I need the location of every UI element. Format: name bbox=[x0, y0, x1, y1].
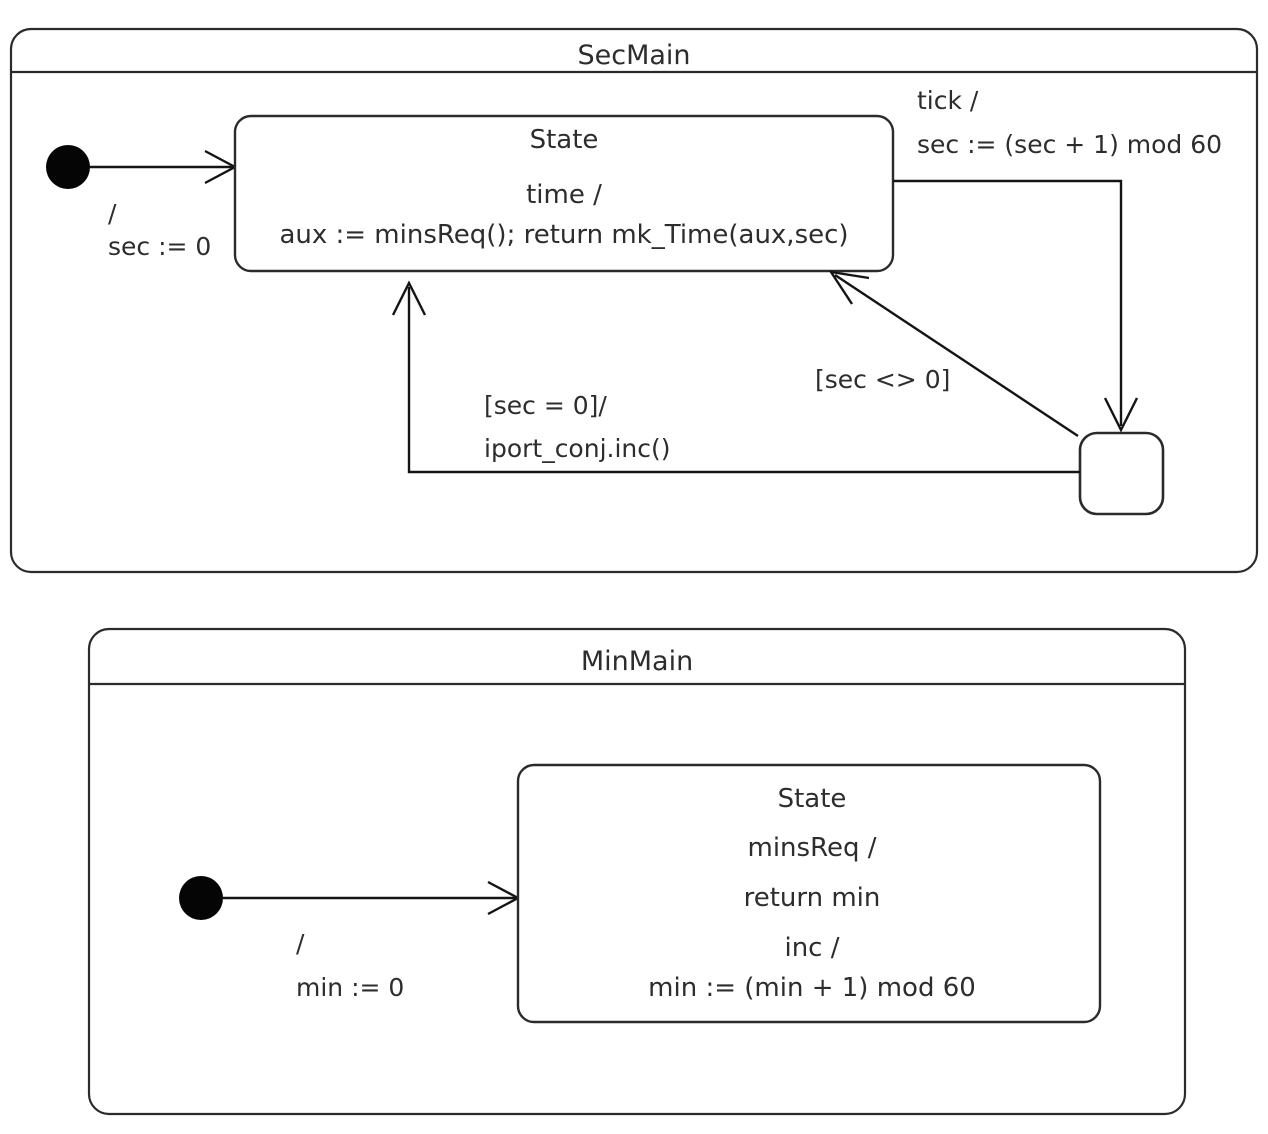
secmain-title: SecMain bbox=[577, 40, 690, 71]
secmain-state-name: State bbox=[530, 125, 599, 155]
minmain-title: MinMain bbox=[581, 646, 693, 677]
region-secmain[interactable]: SecMain bbox=[9, 27, 1259, 574]
secmain-init-label-line2: sec := 0 bbox=[108, 232, 211, 261]
secmain-transition-sec-neq-zero[interactable] bbox=[828, 270, 1079, 438]
minmain-state-body-line1: minsReq / bbox=[748, 833, 877, 863]
secmain-sec-eq-zero-label-line1: [sec = 0]/ bbox=[484, 391, 607, 420]
minmain-state-box bbox=[516, 763, 1102, 1024]
minmain-state-body-line3: inc / bbox=[784, 933, 839, 963]
secmain-transition-tick[interactable] bbox=[893, 179, 1139, 433]
minmain-state[interactable]: State minsReq / return min inc / min := … bbox=[516, 763, 1102, 1024]
secmain-sec-eq-zero-label-line2: iport_conj.inc() bbox=[484, 434, 671, 463]
secmain-state-box bbox=[233, 114, 895, 273]
secmain-tick-label-line1: tick / bbox=[917, 86, 979, 115]
minmain-state-body-line2: return min bbox=[744, 883, 881, 913]
minmain-init-label-line1: / bbox=[296, 929, 305, 958]
minmain-state-name: State bbox=[778, 784, 847, 814]
minmain-init-label-line2: min := 0 bbox=[296, 973, 404, 1002]
secmain-init-label-line1: / bbox=[108, 199, 117, 228]
secmain-sec-neq-zero-label: [sec <> 0] bbox=[815, 365, 950, 394]
secmain-initial-pseudostate[interactable] bbox=[46, 145, 90, 189]
secmain-frame bbox=[9, 27, 1259, 574]
minmain-initial-pseudostate[interactable] bbox=[179, 876, 223, 920]
secmain-transition-sec-eq-zero[interactable] bbox=[391, 280, 1080, 474]
secmain-state[interactable]: State time / aux := minsReq(); return mk… bbox=[233, 114, 895, 273]
secmain-state-body-line1: time / bbox=[526, 180, 602, 210]
minmain-state-body-line4: min := (min + 1) mod 60 bbox=[648, 973, 976, 1003]
secmain-junction-node[interactable] bbox=[1078, 431, 1165, 516]
secmain-tick-label-line2: sec := (sec + 1) mod 60 bbox=[917, 130, 1222, 159]
secmain-state-body-line2: aux := minsReq(); return mk_Time(aux,sec… bbox=[279, 220, 848, 250]
